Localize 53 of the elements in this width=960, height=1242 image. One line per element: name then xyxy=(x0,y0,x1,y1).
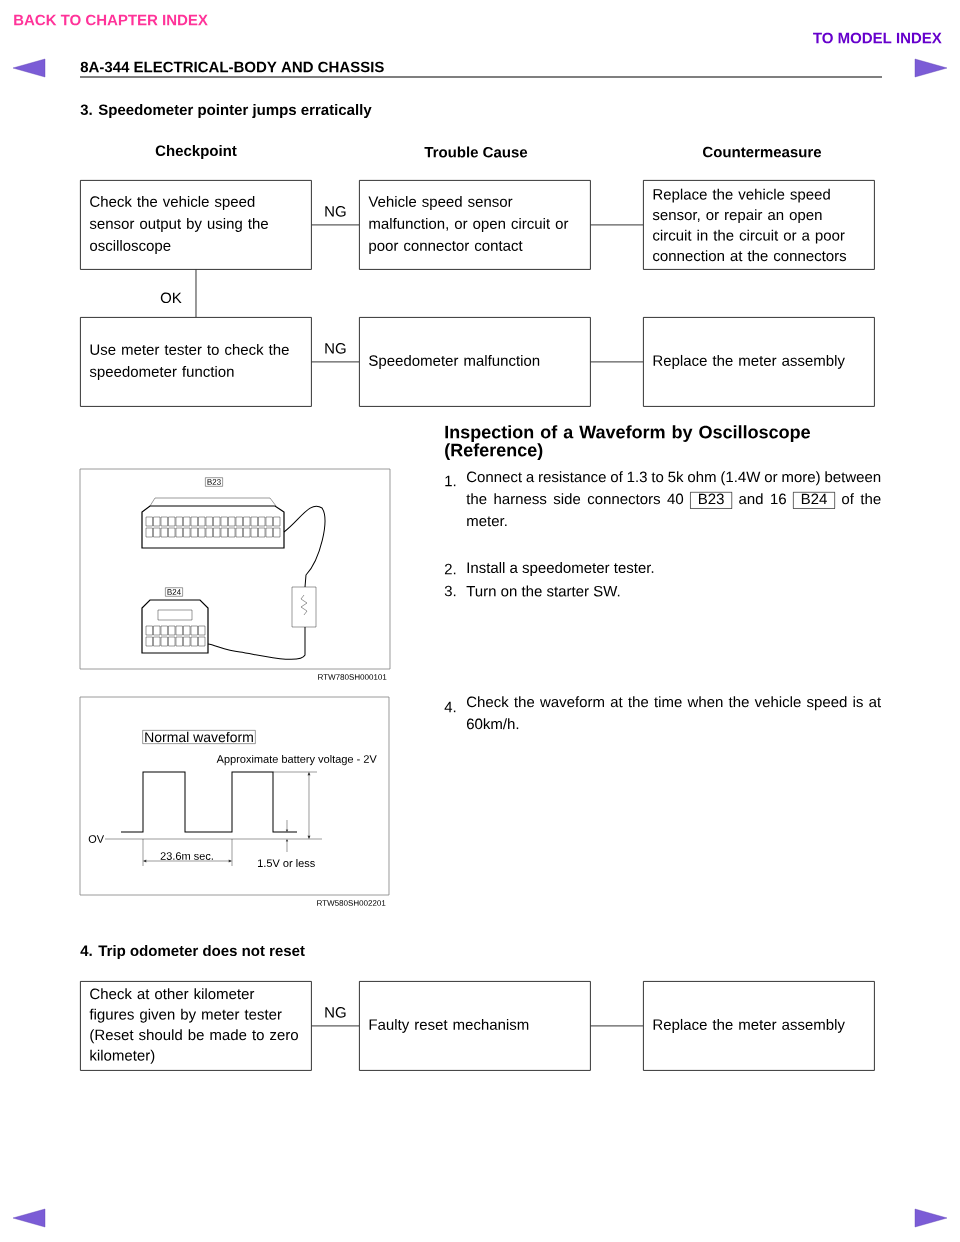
connector-line xyxy=(195,269,197,318)
figure-code: RTW580SH002201 xyxy=(317,900,386,906)
label: Connect a resistance of 1.3 to 5k ohm (1.4W or more) between xyxy=(466,471,881,486)
process-box: Check the vehicle speed sensor output by using the oscilloscope xyxy=(80,180,312,270)
section-heading: Inspection of a Waveform by Oscilloscope (Reference) xyxy=(445,425,810,460)
measurement-label: 1.5V or less xyxy=(258,858,315,868)
step-number: 4. xyxy=(444,701,456,713)
connector-line xyxy=(590,361,644,363)
step-number: 3. xyxy=(444,585,456,597)
label: the harness side connectors 40 xyxy=(466,493,684,505)
process-box: Replace the meter assembly xyxy=(643,981,875,1071)
process-box: Replace the meter assembly xyxy=(643,317,875,407)
process-box: Vehicle speed sensor malfunction, or open circuit or poor connector contact xyxy=(359,180,591,270)
edge-label: NG xyxy=(323,1006,348,1019)
process-box: Check at other kilometer figures given by meter tester (Reset should be made to zero kilometer) xyxy=(80,981,312,1071)
step-text: Turn on the starter SW. xyxy=(466,585,620,597)
column-heading: Countermeasure xyxy=(703,146,822,158)
step-text: Connect a resistance of 1.3 to 5k ohm (1.4W or more) between the harness side connectors 40 B23 and 16 B24 of the meter. xyxy=(466,471,881,527)
connector-line xyxy=(311,361,360,363)
label: and 16 xyxy=(739,493,786,505)
connector-line xyxy=(590,224,644,226)
section-heading: 4. Trip odometer does not reset xyxy=(80,945,305,959)
label: B23 xyxy=(698,493,724,505)
step-number: 1. xyxy=(445,475,456,487)
process-box: Replace the vehicle speed sensor, or repair an open circuit in the circuit or a poor connection at the connectors xyxy=(643,180,875,270)
step-text: Check the waveform at the time when the vehicle speed is at 60km/h. xyxy=(466,696,881,730)
label: B24 xyxy=(801,493,827,505)
column-heading: Trouble Cause xyxy=(424,146,528,158)
link-text: TO MODEL INDEX xyxy=(813,32,942,44)
figure-code: RTW780SH000101 xyxy=(318,674,387,680)
column-heading: Checkpoint xyxy=(155,145,237,159)
connector-tag: B24 xyxy=(165,587,183,597)
label: meter. xyxy=(467,516,507,527)
label: of the xyxy=(842,493,881,505)
connector-line xyxy=(311,224,360,226)
process-box: Use meter tester to check the speedometer function xyxy=(80,317,312,407)
step-text: Install a speedometer tester. xyxy=(467,562,654,576)
edge-label: NG xyxy=(323,342,348,355)
edge-label: OK xyxy=(159,291,183,305)
waveform-title: Normal waveform xyxy=(142,730,256,744)
measurement-label: 23.6m sec. xyxy=(160,852,213,860)
measurement-label: Approximate battery voltage - 2V xyxy=(216,754,377,766)
process-box: Speedometer malfunction xyxy=(359,317,591,407)
connector-line xyxy=(311,1025,360,1027)
step-number: 2. xyxy=(444,563,456,575)
process-box: Faulty reset mechanism xyxy=(359,981,591,1071)
page-header: 8A-344 ELECTRICAL-BODY AND CHASSIS xyxy=(80,61,384,73)
connector-line xyxy=(590,1025,644,1027)
link-text: BACK TO CHAPTER INDEX xyxy=(14,14,208,26)
measurement-label: OV xyxy=(88,835,105,843)
connector-tag: B23 xyxy=(205,477,223,487)
section-heading: 3. Speedometer pointer jumps erratically xyxy=(80,104,372,118)
edge-label: NG xyxy=(323,205,348,218)
